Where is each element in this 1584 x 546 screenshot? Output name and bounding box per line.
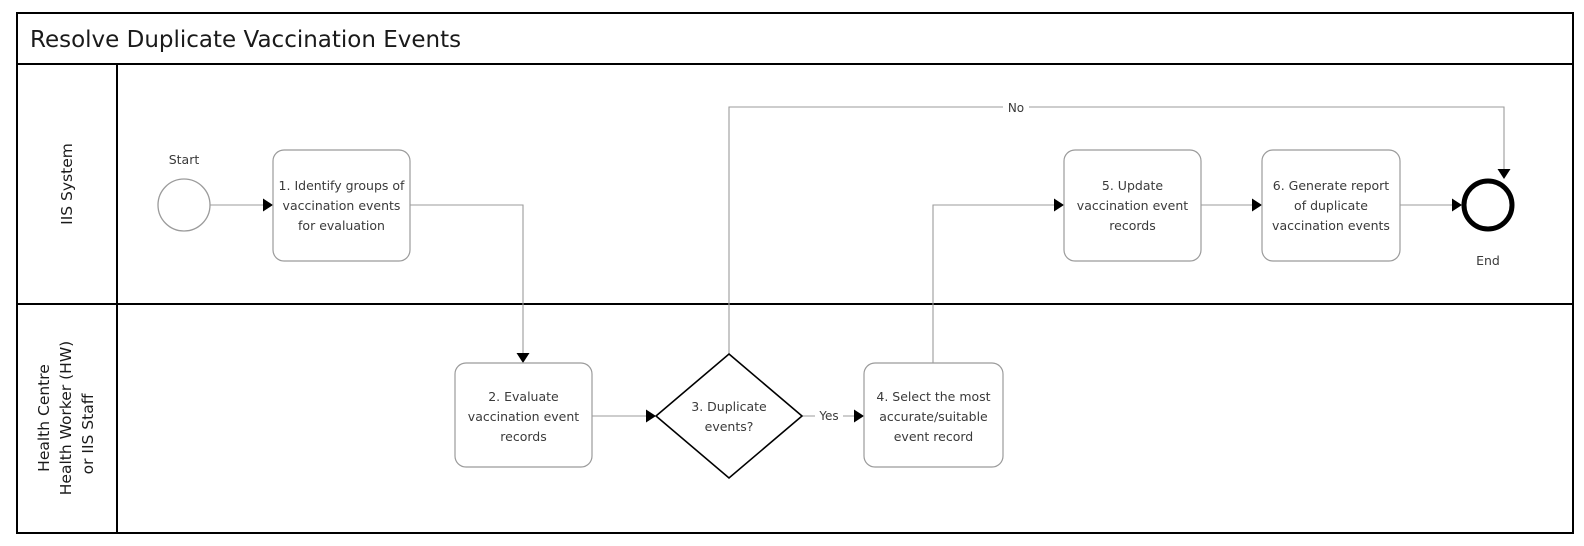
task-5-label-line: 5. Update [1102,178,1163,193]
flow-start-to-task1 [210,198,273,212]
lane-label-line: IIS System [58,143,76,225]
task-6-label-line: 6. Generate report [1273,178,1390,193]
flow-task1-to-task2 [410,204,530,363]
task-6-label-line: of duplicate [1294,198,1368,213]
task-1-box[interactable] [272,149,411,262]
flow-task4-to-task5 [932,198,1064,363]
task-1-label-line: 1. Identify groups of [279,178,405,193]
task-4-label-line: accurate/suitable [879,409,988,424]
task-identify-groups[interactable]: 1. Identify groups of vaccination events… [272,149,411,262]
task-6-box[interactable] [1261,149,1401,262]
task-1-label-line: for evaluation [298,218,385,233]
pool-title: Resolve Duplicate Vaccination Events [30,27,461,53]
task-select-record[interactable]: 4. Select the most accurate/suitable eve… [863,362,1004,468]
flow-gateway3-no-to-end: No [728,98,1511,354]
task-2-label-line: 2. Evaluate [488,389,559,404]
task-5-label-line: vaccination event [1077,198,1188,213]
lane-label-line: Health Worker (HW) [57,341,75,495]
flow-task6-to-end [1400,198,1462,212]
lane-label-line: Health Centre [35,364,53,472]
task-1-label-line: vaccination events [283,198,401,213]
task-2-label-line: vaccination event [468,409,579,424]
gateway-3-label-line: events? [705,419,754,434]
pool-border [16,12,1574,534]
flow-task5-to-task6 [1201,198,1262,212]
task-2-label-line: records [500,429,546,444]
flow-task2-to-gateway3 [592,409,656,423]
task-5-label-line: records [1109,218,1155,233]
lane-label-line: or IIS Staff [79,393,97,474]
task-4-label-line: 4. Select the most [876,389,990,404]
end-event-circle[interactable] [1461,178,1515,232]
flow-label-no: No [1008,101,1024,115]
task-2-box[interactable] [454,362,593,468]
gateway-duplicate-events[interactable]: 3. Duplicate events? [654,352,804,480]
flow-gateway3-yes-to-task4: Yes [802,407,864,425]
gateway-3-label-line: 3. Duplicate [691,399,767,414]
task-6-label-line: vaccination events [1272,218,1390,233]
task-4-box[interactable] [863,362,1004,468]
end-event-label: End [1476,253,1500,268]
task-4-label-line: event record [894,429,974,444]
lane-label-health-centre: Health Centre Health Worker (HW) or IIS … [35,341,97,495]
task-5-box[interactable] [1063,149,1202,262]
lane-label-iis-system: IIS System [58,143,76,225]
gateway-3-diamond[interactable] [654,352,804,480]
task-generate-report[interactable]: 6. Generate report of duplicate vaccinat… [1261,149,1401,262]
task-evaluate-records[interactable]: 2. Evaluate vaccination event records [454,362,593,468]
start-event-label: Start [169,152,200,167]
start-event[interactable]: Start [157,152,211,232]
start-event-circle[interactable] [157,178,211,232]
end-event[interactable]: End [1461,178,1515,268]
task-update-records[interactable]: 5. Update vaccination event records [1063,149,1202,262]
flow-label-yes: Yes [818,409,838,423]
